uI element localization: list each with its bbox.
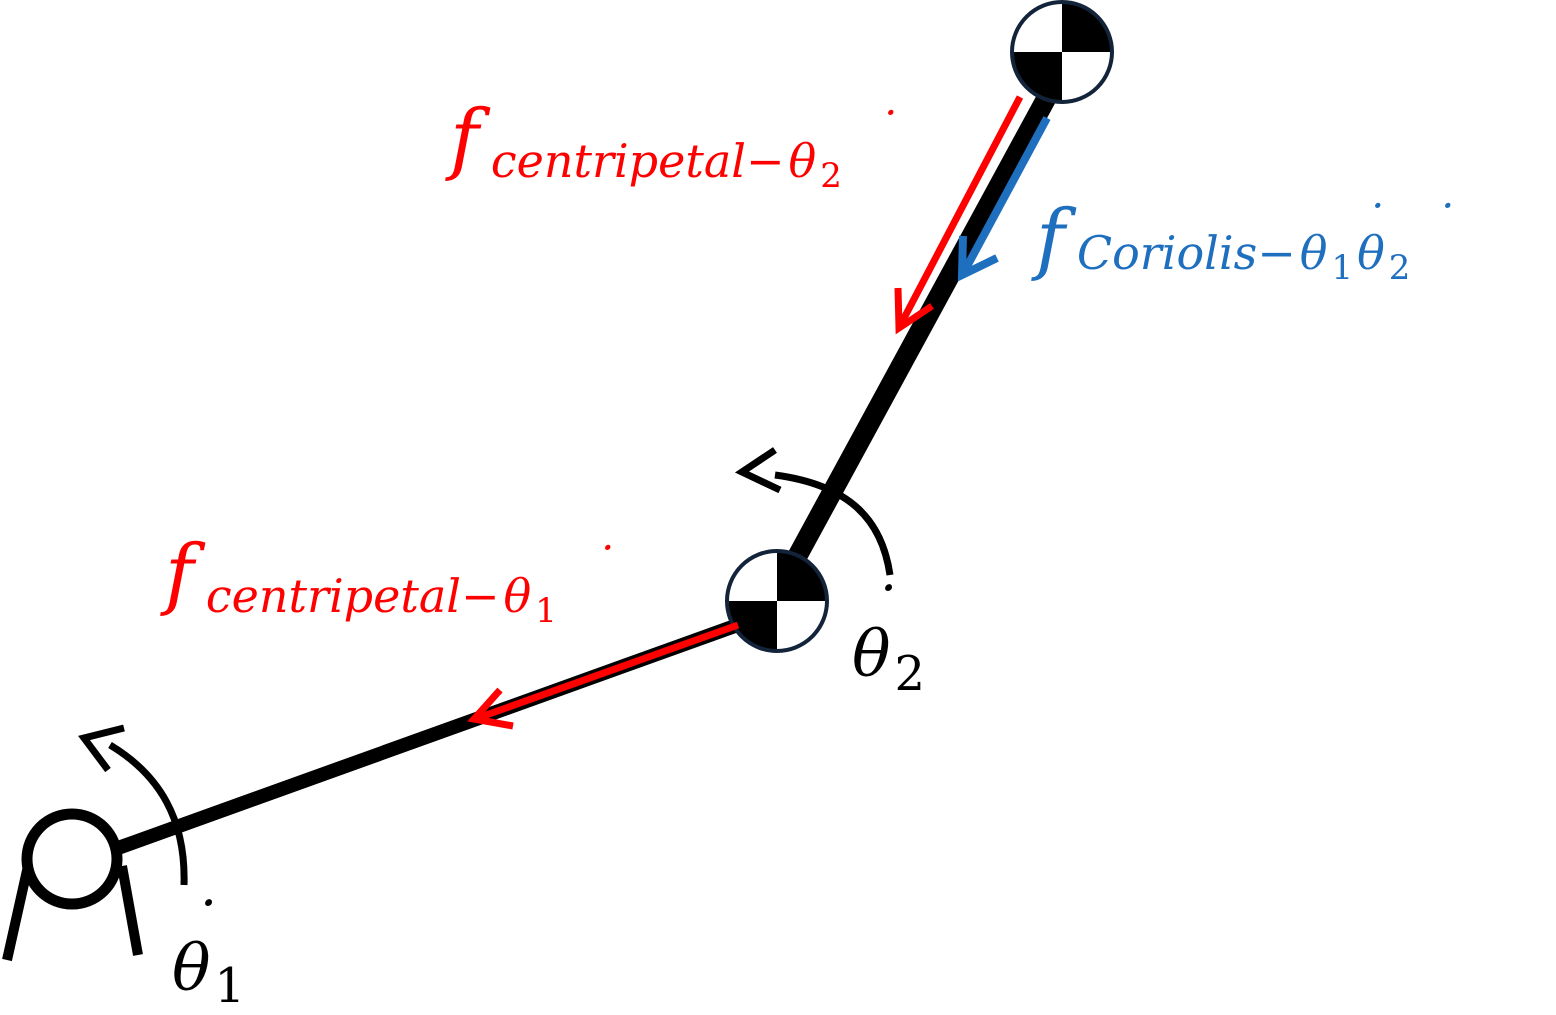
label-f-centripetal-theta1: f centripetal− θ 1 xyxy=(160,529,557,631)
label-theta1-dot-mark: ˙ xyxy=(188,890,218,960)
label-theta2-dot: θ 2 xyxy=(852,618,925,702)
centripetal-theta2-arrow xyxy=(894,95,1024,335)
label-f-centripetal-theta1-dot: ˙ xyxy=(592,537,615,591)
label-f-centripetal-theta2-dot: ˙ xyxy=(875,102,898,156)
link-2 xyxy=(783,83,1061,571)
coriolis-arrow xyxy=(957,116,1051,282)
pivot-joint-icon xyxy=(2,808,143,962)
label-theta1-dot: θ 1 xyxy=(172,932,245,1014)
label-f-coriolis: f Coriolis− θ 1 θ 2 xyxy=(1031,194,1410,288)
theta1-rotation-arrow xyxy=(78,724,188,886)
label-f-centripetal-theta2: f centripetal− θ 2 xyxy=(445,94,842,196)
label-f-coriolis-dot-1: ˙ xyxy=(1362,195,1385,249)
center-of-mass-icon xyxy=(1010,0,1114,104)
theta2-rotation-arrow xyxy=(734,447,894,576)
label-f-coriolis-dot-2: ˙ xyxy=(1432,195,1455,249)
centripetal-theta1-arrow xyxy=(467,621,740,730)
label-theta2-dot-mark: ˙ xyxy=(868,575,898,645)
center-of-mass-icon xyxy=(725,549,829,653)
